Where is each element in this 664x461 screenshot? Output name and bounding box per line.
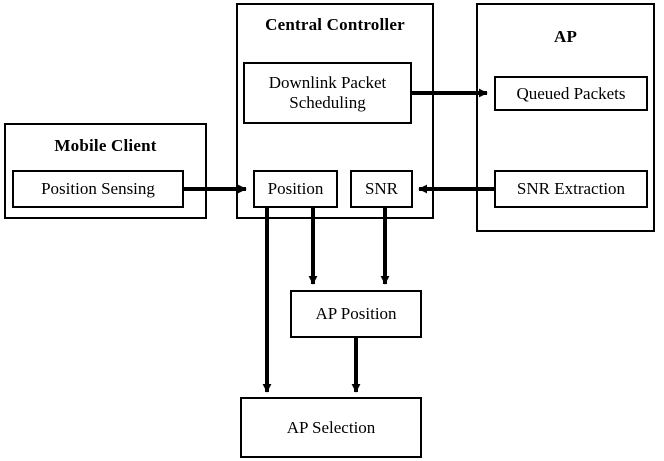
- node-snr-extraction[interactable]: SNR Extraction: [494, 170, 648, 208]
- node-queued-packets[interactable]: Queued Packets: [494, 76, 648, 111]
- node-snr-extraction-label: SNR Extraction: [516, 179, 626, 199]
- node-position[interactable]: Position: [253, 170, 338, 208]
- node-ap-selection[interactable]: AP Selection: [240, 397, 422, 458]
- group-mobile-client: Mobile Client: [4, 123, 207, 219]
- node-queued-packets-label: Queued Packets: [516, 83, 626, 103]
- node-snr[interactable]: SNR: [350, 170, 413, 208]
- group-central-controller: Central Controller: [236, 3, 434, 219]
- node-snr-label: SNR: [364, 179, 399, 199]
- group-mobile-client-title: Mobile Client: [54, 136, 157, 155]
- node-ap-selection-label: AP Selection: [286, 417, 376, 437]
- node-position-label: Position: [267, 179, 324, 199]
- node-ap-position-label: AP Position: [315, 304, 397, 324]
- group-access-point: AP: [476, 3, 655, 232]
- node-ap-position[interactable]: AP Position: [290, 290, 422, 338]
- group-central-controller-title: Central Controller: [265, 15, 405, 34]
- node-position-sensing[interactable]: Position Sensing: [12, 170, 184, 208]
- node-downlink-packet-scheduling[interactable]: Downlink Packet Scheduling: [243, 62, 412, 124]
- node-downlink-packet-scheduling-label: Downlink Packet Scheduling: [268, 73, 387, 112]
- node-position-sensing-label: Position Sensing: [41, 179, 155, 199]
- group-access-point-title: AP: [553, 27, 578, 46]
